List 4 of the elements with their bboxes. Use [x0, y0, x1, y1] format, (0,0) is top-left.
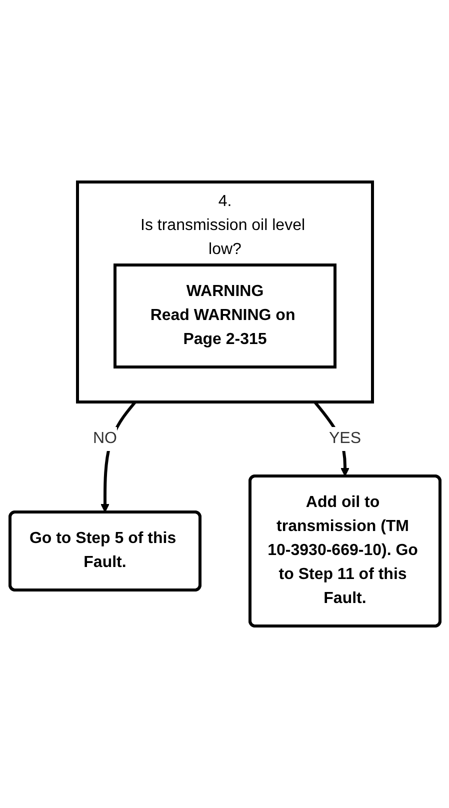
arrow	[100, 401, 136, 512]
edge-label: NO	[92, 430, 116, 447]
node-box: WARNING Read WARNING on Page 2-315	[113, 264, 336, 368]
edge-label: YES	[328, 430, 361, 447]
